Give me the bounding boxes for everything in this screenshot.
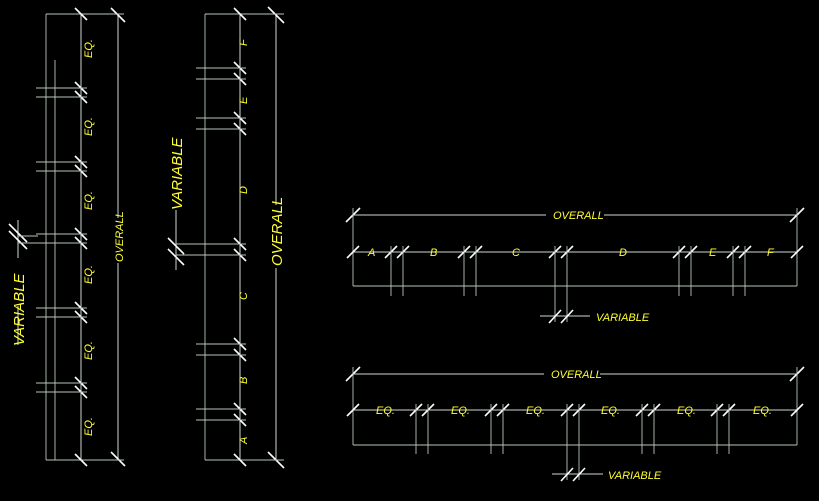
variable-label-v1: VARIABLE [11, 272, 28, 346]
eq-label-v1-2: EQ. [83, 117, 95, 136]
seg-label-h1-f: F [767, 247, 775, 259]
eq-label-h2-4: EQ. [601, 405, 620, 417]
seg-label-h1-e: E [709, 247, 717, 259]
eq-label-h2-6: EQ. [753, 405, 772, 417]
overall-label-h1: OVERALL [553, 210, 604, 222]
seg-label-h1-c: C [512, 247, 520, 259]
seg-label-v2-f: F [238, 38, 250, 46]
variable-label-h2: VARIABLE [608, 470, 662, 482]
horizontal-lettered-spacing-view: OVERALL [345, 207, 805, 324]
eq-label-h2-5: EQ. [677, 405, 696, 417]
eq-label-h2-3: EQ. [526, 405, 545, 417]
eq-label-h2-2: EQ. [451, 405, 470, 417]
eq-label-v1-5: EQ. [83, 341, 95, 360]
seg-label-h1-b: B [430, 247, 437, 259]
seg-label-v2-e: E [238, 96, 250, 104]
vertical-equal-spacing-view: OVERALL [8, 7, 126, 467]
seg-label-v2-d: D [238, 186, 250, 194]
eq-label-v1-4: EQ. [83, 265, 95, 284]
seg-label-v2-b: B [238, 377, 250, 384]
eq-label-v1-6: EQ. [83, 417, 95, 436]
seg-label-v2-c: C [238, 292, 250, 300]
overall-label-v2: OVERALL [269, 197, 286, 266]
variable-label-v2: VARIABLE [169, 136, 186, 210]
variable-label-h1: VARIABLE [596, 312, 650, 324]
vertical-lettered-spacing-view: OVERALL [167, 6, 286, 469]
seg-label-h1-d: D [619, 247, 627, 259]
seg-label-v2-a: A [238, 437, 250, 445]
horizontal-equal-spacing-view: OVERALL [345, 366, 805, 482]
overall-label-h2: OVERALL [551, 369, 602, 381]
eq-label-v1-3: EQ. [83, 191, 95, 210]
eq-label-h2-1: EQ. [376, 405, 395, 417]
eq-label-v1-1: EQ. [83, 39, 95, 58]
overall-label-v1: OVERALL [114, 211, 126, 262]
seg-label-h1-a: A [367, 247, 375, 259]
